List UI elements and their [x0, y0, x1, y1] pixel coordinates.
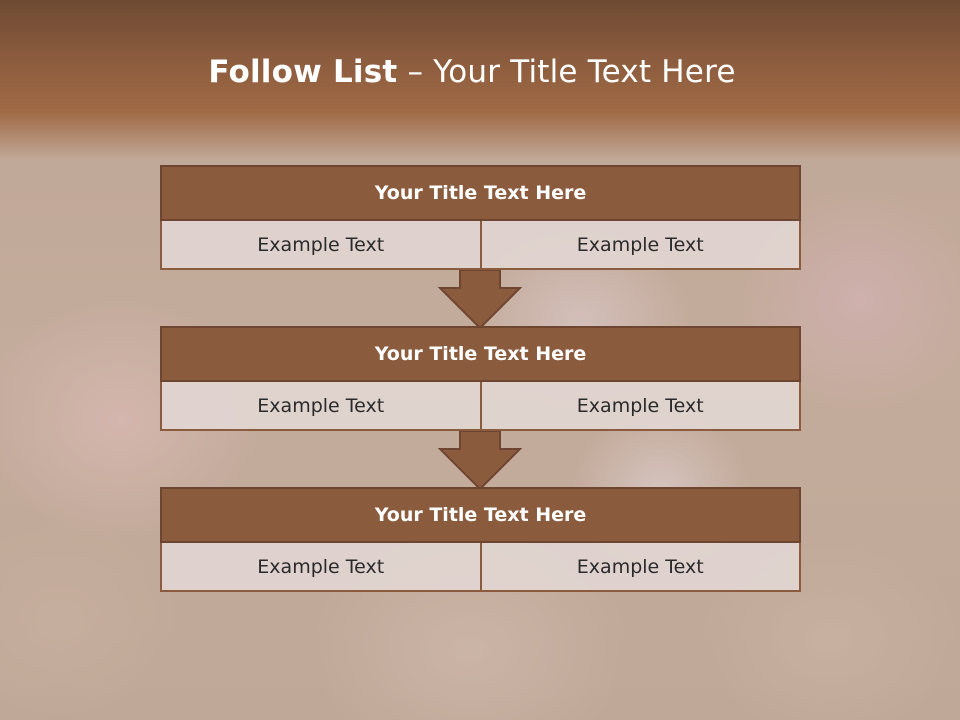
list-block-1: Your Title Text Here Example Text Exampl… — [160, 165, 801, 270]
slide-title: Follow List – Your Title Text Here — [0, 54, 944, 90]
block-cell-left: Example Text — [160, 382, 482, 431]
block-cell-left: Example Text — [160, 221, 482, 270]
list-block-3: Your Title Text Here Example Text Exampl… — [160, 487, 801, 592]
slide-title-rest: – Your Title Text Here — [397, 54, 736, 90]
block-cell-left: Example Text — [160, 543, 482, 592]
block-title: Your Title Text Here — [160, 326, 801, 382]
block-cell-right: Example Text — [481, 543, 801, 592]
down-arrow-icon — [438, 431, 522, 491]
block-cell-right: Example Text — [481, 382, 801, 431]
block-row: Example Text Example Text — [160, 543, 801, 592]
block-title: Your Title Text Here — [160, 487, 801, 543]
block-row: Example Text Example Text — [160, 221, 801, 270]
down-arrow-icon — [438, 270, 522, 330]
block-row: Example Text Example Text — [160, 382, 801, 431]
list-block-2: Your Title Text Here Example Text Exampl… — [160, 326, 801, 431]
block-title: Your Title Text Here — [160, 165, 801, 221]
header-band — [0, 0, 960, 160]
block-cell-right: Example Text — [481, 221, 801, 270]
slide-title-bold: Follow List — [208, 54, 398, 90]
